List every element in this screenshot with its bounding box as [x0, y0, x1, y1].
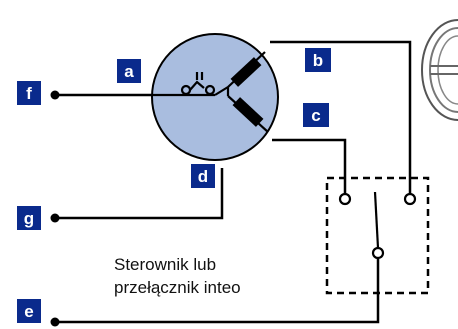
terminal-label-f: f [26, 84, 32, 103]
relay-contacts [338, 191, 417, 260]
wire-c [272, 138, 347, 193]
wires [55, 40, 412, 324]
wire-b [270, 40, 412, 193]
terminal-label-g: g [24, 209, 34, 228]
terminal-tag-g: g [17, 206, 41, 230]
wire-d-g [55, 168, 224, 220]
terminal-label-b: b [313, 51, 323, 70]
terminal-label-a: a [124, 62, 134, 81]
terminal-label-d: d [198, 167, 208, 186]
remote-sensor-icon [421, 19, 458, 121]
capacitor-icon [230, 57, 264, 127]
caption-line-2: przełącznik inteo [114, 278, 241, 297]
thermal-switch-icon [180, 72, 216, 97]
wire-e [55, 258, 380, 324]
terminal-tag-b: b [305, 48, 331, 72]
motor-circle-icon [151, 33, 279, 161]
terminal-tag-d: d [191, 164, 215, 188]
terminal-label-e: e [24, 302, 33, 321]
terminal-tag-a: a [117, 59, 141, 83]
terminal-tag-c: c [303, 103, 329, 127]
terminal-tag-e: e [17, 299, 41, 323]
terminal-dots [50, 90, 60, 327]
caption-line-1: Sterownik lub [114, 255, 216, 274]
terminal-tag-f: f [17, 81, 41, 105]
relay-box [325, 176, 430, 295]
terminal-label-c: c [311, 106, 320, 125]
